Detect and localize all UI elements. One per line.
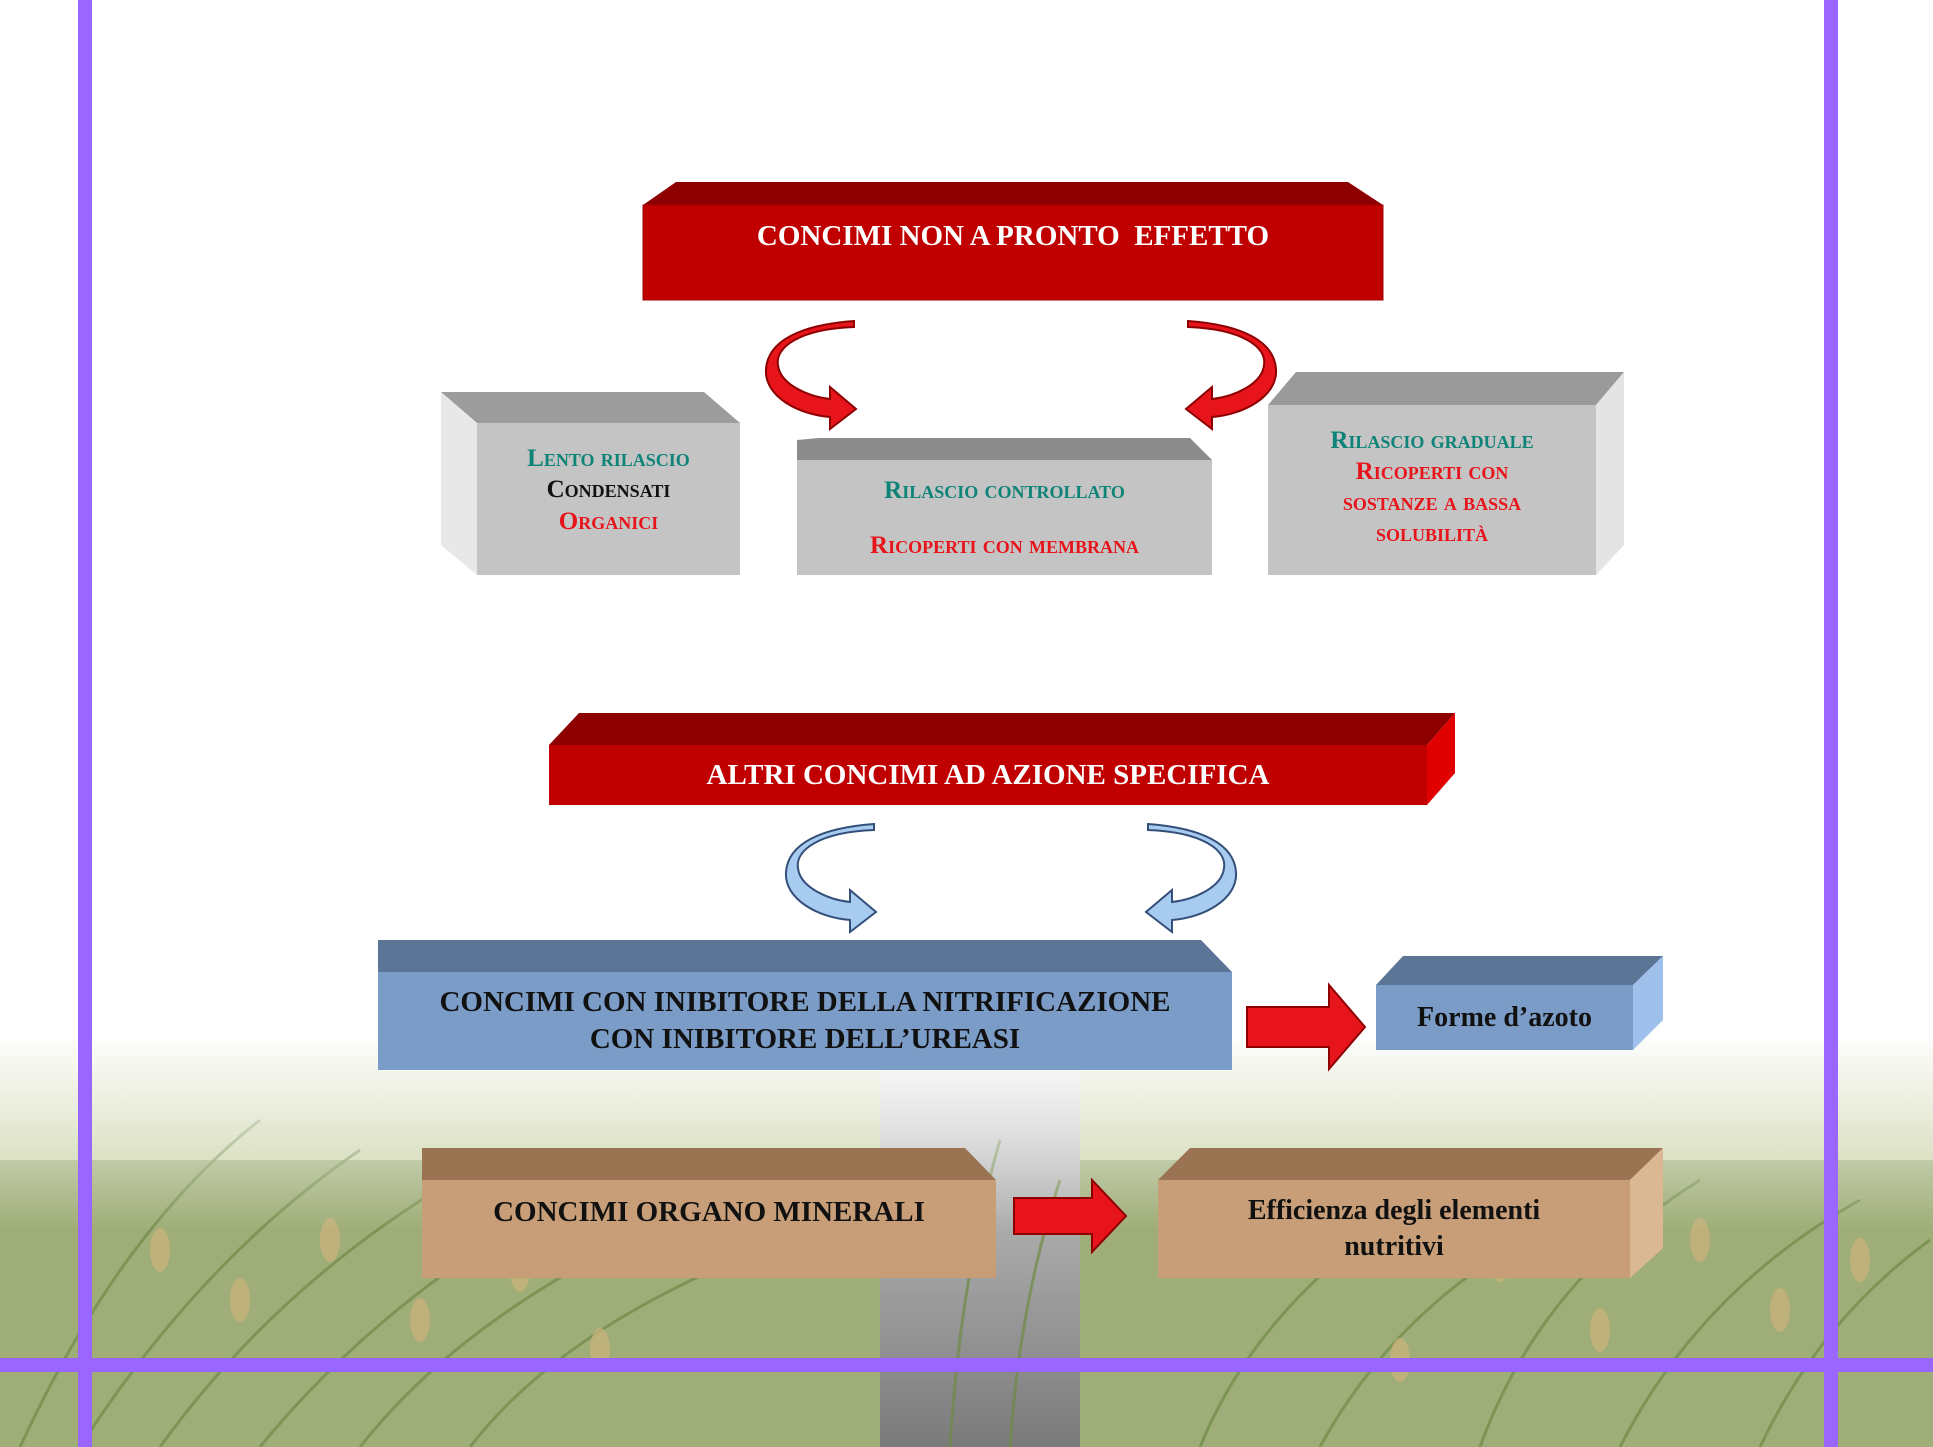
box-line: CON INIBITORE DELL’UREASI <box>589 1023 1021 1055</box>
box-line: Efficienza degli elementi <box>1247 1194 1541 1226</box>
rilascio-controllato-box: Rilascio controllato Ricoperti con membr… <box>797 468 1212 568</box>
frame-bottom-line <box>0 1358 1933 1372</box>
banner-title: CONCIMI NON A PRONTO EFFETTO <box>756 219 1270 252</box>
red-curved-arrow-icon <box>1184 319 1278 432</box>
red-right-arrow-icon <box>1246 982 1367 1072</box>
box-line: Ricoperti con <box>1355 457 1509 485</box>
frame-right-line <box>1824 0 1838 1447</box>
blue-curved-arrow-icon <box>784 822 878 935</box>
inibitore-box: CONCIMI CON INIBITORE DELLA NITRIFICAZIO… <box>378 972 1232 1070</box>
rilascio-graduale-box: Rilascio graduale Ricoperti con sostanze… <box>1268 412 1596 562</box>
non-pronto-effetto-banner: CONCIMI NON A PRONTO EFFETTO <box>643 205 1383 267</box>
organo-minerali-box: CONCIMI ORGANO MINERALI <box>422 1180 996 1245</box>
box-line: Organici <box>558 507 659 535</box>
blue-curved-arrow-icon <box>1144 822 1238 935</box>
efficienza-box: Efficienza degli elementi nutritivi <box>1158 1180 1630 1278</box>
box-line: Lento rilascio <box>527 445 690 473</box>
banner-title: ALTRI CONCIMI AD AZIONE SPECIFICA <box>706 758 1270 791</box>
box-line: sostanze a bassa <box>1342 489 1522 516</box>
box-line: Ricoperti con membrana <box>870 532 1139 559</box>
frame-left-line <box>78 0 92 1447</box>
box-line: CONCIMI ORGANO MINERALI <box>493 1196 925 1229</box>
red-curved-arrow-icon <box>764 319 858 432</box>
box-line: solubilità <box>1375 520 1489 548</box>
red-right-arrow-icon <box>1013 1177 1128 1255</box>
azione-specifica-banner: ALTRI CONCIMI AD AZIONE SPECIFICA <box>549 745 1427 805</box>
box-line: CONCIMI CON INIBITORE DELLA NITRIFICAZIO… <box>439 985 1171 1018</box>
box-line: Rilascio graduale <box>1330 426 1534 454</box>
forme-azoto-box: Forme d’azoto <box>1376 985 1633 1050</box>
box-line: Forme d’azoto <box>1417 1002 1592 1033</box>
lento-rilascio-box: Lento rilascio Condensati Organici <box>477 430 740 550</box>
box-line: nutritivi <box>1344 1231 1444 1262</box>
box-line: Condensati <box>546 476 671 504</box>
box-line: Rilascio controllato <box>884 477 1125 504</box>
